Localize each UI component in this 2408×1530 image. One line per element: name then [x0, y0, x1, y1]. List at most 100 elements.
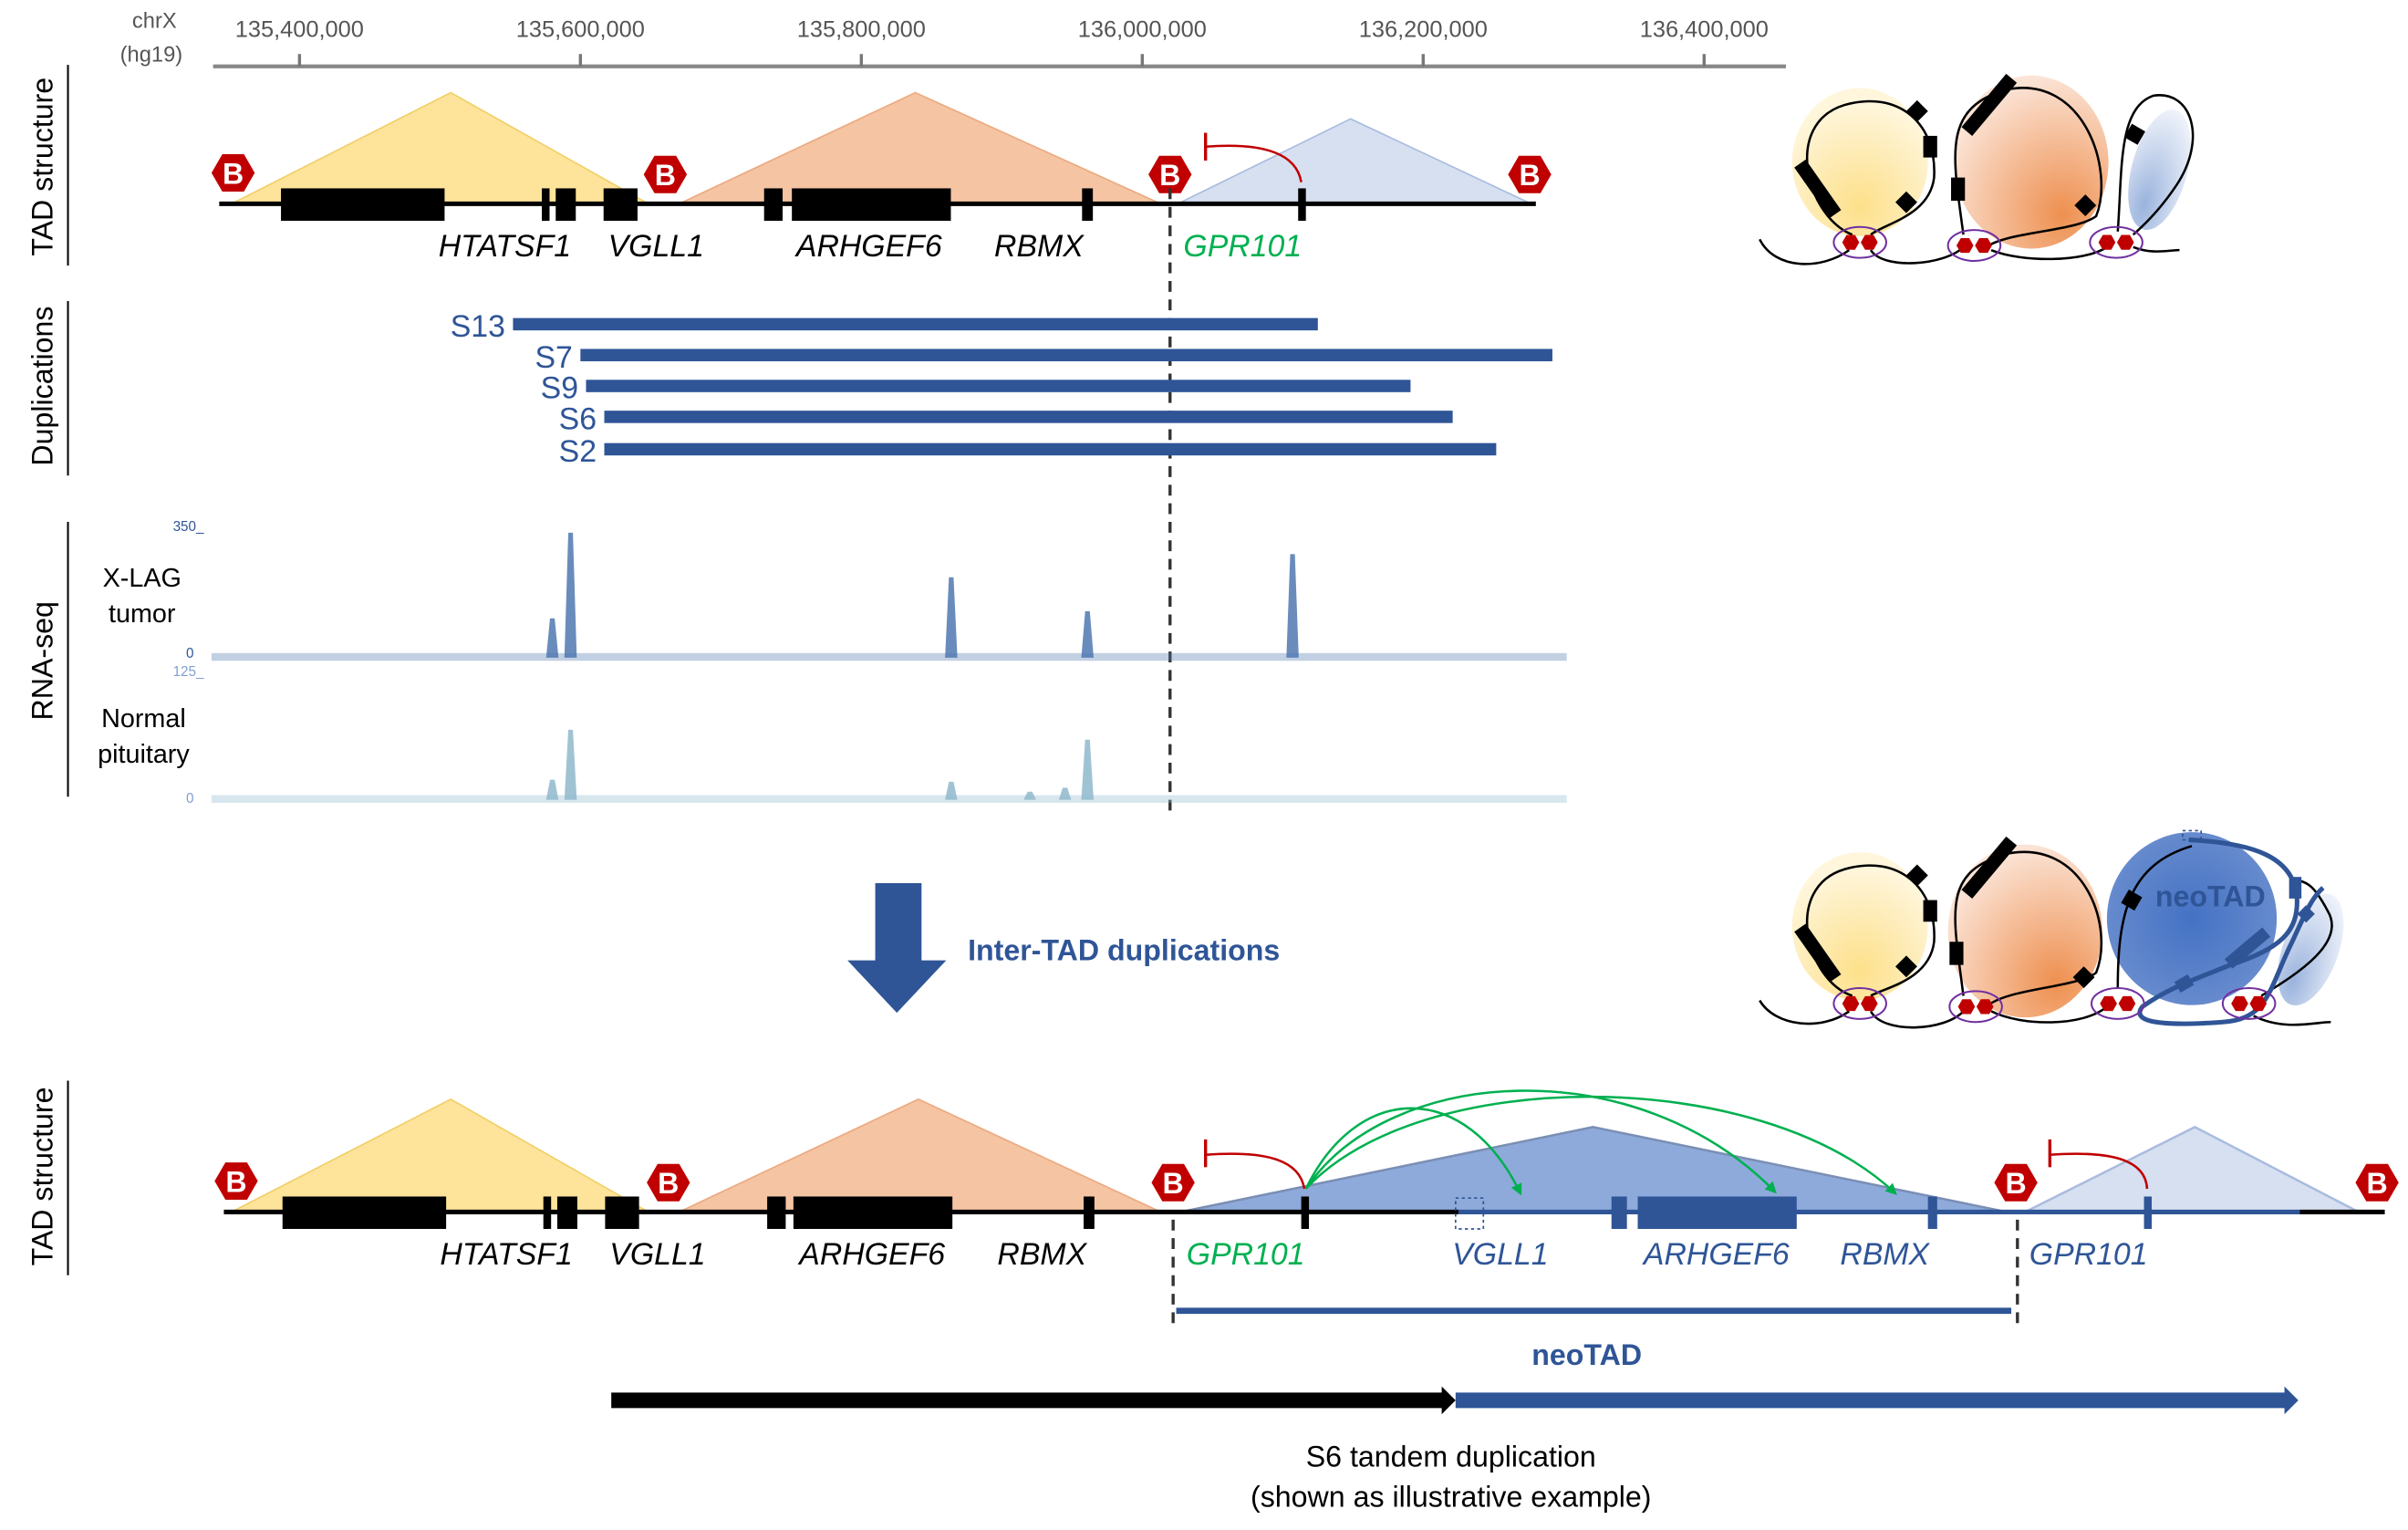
track-ymin-label: 0 [186, 791, 193, 807]
gene-label-gpr101-dup: GPR101 [2029, 1237, 2148, 1272]
coverage-peak [1286, 554, 1299, 658]
coverage-baseline [211, 652, 1567, 661]
axis-tick-label: 136,400,000 [1640, 17, 1769, 43]
s6-tandem-duplication: S6 tandem duplication (shown as illustra… [611, 1386, 2299, 1514]
track-label-line2: tumor [109, 599, 176, 629]
duplication-label: S13 [451, 309, 505, 344]
ctcf-anchor-pair [2221, 987, 2277, 1020]
chrom-label: chrX [132, 9, 177, 33]
transition-label: Inter-TAD duplications [968, 934, 1280, 967]
axis-tick-label: 136,000,000 [1078, 17, 1207, 43]
coverage-peak [1081, 739, 1095, 800]
duplication-bar [604, 442, 1497, 456]
build-label: (hg19) [120, 44, 182, 68]
boundary-label: B [658, 1167, 679, 1200]
boundary-marker-icon: B [2355, 1163, 2399, 1202]
boundary-hexagon-icon [1975, 237, 1992, 254]
duplicated-segment-arrow [1455, 1386, 2299, 1415]
neotad-cartoon-label: neoTAD [2155, 879, 2266, 912]
boundary-hexagon-icon [1861, 995, 1878, 1012]
original-segment-arrow [611, 1386, 1456, 1415]
boundary-hexagon-icon [1842, 995, 1860, 1012]
track-label-line2: pituitary [98, 740, 190, 769]
gene-label-rbmx-dup: RBMX [1840, 1237, 1930, 1272]
section-label-duplications: Duplications [26, 307, 59, 466]
coverage-peak [945, 781, 958, 800]
ctcf-anchor-pair [1948, 990, 2003, 1024]
duplication-bar [586, 380, 1411, 392]
tad-triangle-blue [2024, 1125, 2360, 1213]
gene-label-htatsf1: HTATSF1 [440, 1237, 572, 1272]
boundary-hexagon-icon [1957, 999, 1976, 1015]
coverage-peak [1081, 610, 1095, 658]
tad-triangle-yellow [231, 1098, 651, 1213]
boundary-label: B [1159, 159, 1180, 192]
boundary-label: B [2006, 1167, 2027, 1200]
rnaseq-tracks: X-LAG tumor 350_ 0 Normal pituitary 125_… [98, 519, 1567, 807]
neotad-label: neoTAD [1531, 1338, 1642, 1371]
tad-triangle-blue [1177, 118, 1532, 205]
boundary-hexagon-icon [2231, 995, 2248, 1012]
tad-structure-bottom: HTATSF1 VGLL1 ARHGEF6 RBMX GPR101 VGLL1 … [214, 1089, 2399, 1371]
duplication-bar [604, 411, 1453, 423]
boundary-label: B [1519, 159, 1540, 192]
coverage-peak [945, 577, 958, 658]
gene-label-gpr101: GPR101 [1183, 229, 1302, 264]
caption-line2: (shown as illustrative example) [1251, 1481, 1651, 1514]
vgll1-deleted-box [1454, 1197, 1485, 1230]
tad-triangle-orange [679, 1098, 1161, 1213]
boundary-marker-icon: B [1994, 1163, 2038, 1202]
ctcf-anchor-pair [2091, 987, 2145, 1020]
enhancer-arrow [1304, 1095, 1897, 1195]
tad-cartoon-after: neoTAD [1759, 829, 2344, 1029]
gene-label-vgll1-dup: VGLL1 [1452, 1237, 1548, 1272]
gene-label-arhgef6-dup: ARHGEF6 [1642, 1237, 1790, 1272]
boundary-hexagon-icon [1861, 234, 1878, 250]
chromatin-fiber [1759, 87, 2195, 265]
track-ymax-label: 350_ [173, 519, 204, 535]
boundary-hexagon-icon [2116, 234, 2134, 250]
gene-label-rbmx: RBMX [994, 229, 1085, 264]
gene-label-vgll1: VGLL1 [609, 1237, 705, 1272]
inter-tad-transition: Inter-TAD duplications [847, 882, 1280, 1014]
duplication-bar [580, 349, 1552, 361]
axis-tick-label: 135,400,000 [235, 17, 364, 43]
boundary-marker-icon: B [1151, 1163, 1195, 1202]
section-label-tad-bottom: TAD structure [26, 1088, 59, 1266]
boundary-hexagon-icon [2118, 995, 2136, 1012]
boundary-marker-icon: B [211, 154, 255, 193]
gene-label-vgll1: VGLL1 [608, 229, 704, 264]
coverage-baseline [211, 795, 1567, 803]
track-label-line1: X-LAG [103, 564, 182, 593]
coverage-peak [545, 779, 559, 800]
enhancer-arrow [1304, 1107, 1522, 1196]
boundary-label: B [1163, 1167, 1184, 1200]
gene-label-htatsf1: HTATSF1 [439, 229, 571, 264]
duplicated-gene-blocks [1611, 1196, 2153, 1230]
boundary-marker-icon: B [1148, 155, 1192, 193]
tad-cartoon-before [1759, 73, 2195, 265]
section-label-tad-top: TAD structure [26, 78, 59, 256]
gene-label-arhgef6: ARHGEF6 [794, 229, 942, 264]
duplication-label: S2 [559, 434, 597, 469]
caption-line1: S6 tandem duplication [1306, 1441, 1596, 1473]
boundary-label: B [223, 157, 244, 190]
boundary-hexagon-icon [2098, 234, 2116, 250]
gene-blocks [1794, 73, 2145, 219]
repression-arc [1205, 144, 1303, 182]
boundary-hexagon-icon [1956, 237, 1974, 254]
coverage-peak [1023, 791, 1036, 800]
section-labels: TAD structure Duplications RNA-seq TAD s… [26, 65, 69, 1275]
duplication-label: S6 [559, 401, 597, 436]
boundary-hexagon-icon [1842, 234, 1860, 250]
gene-blocks [282, 1196, 1310, 1230]
boundary-hexagon-icon [2100, 995, 2117, 1012]
duplication-label: S7 [535, 340, 572, 375]
tad-triangle-yellow [231, 91, 652, 205]
ctcf-anchor-pair [1832, 987, 1887, 1020]
boundary-marker-icon: B [647, 1163, 690, 1202]
boundary-hexagon-icon [1976, 999, 1994, 1015]
